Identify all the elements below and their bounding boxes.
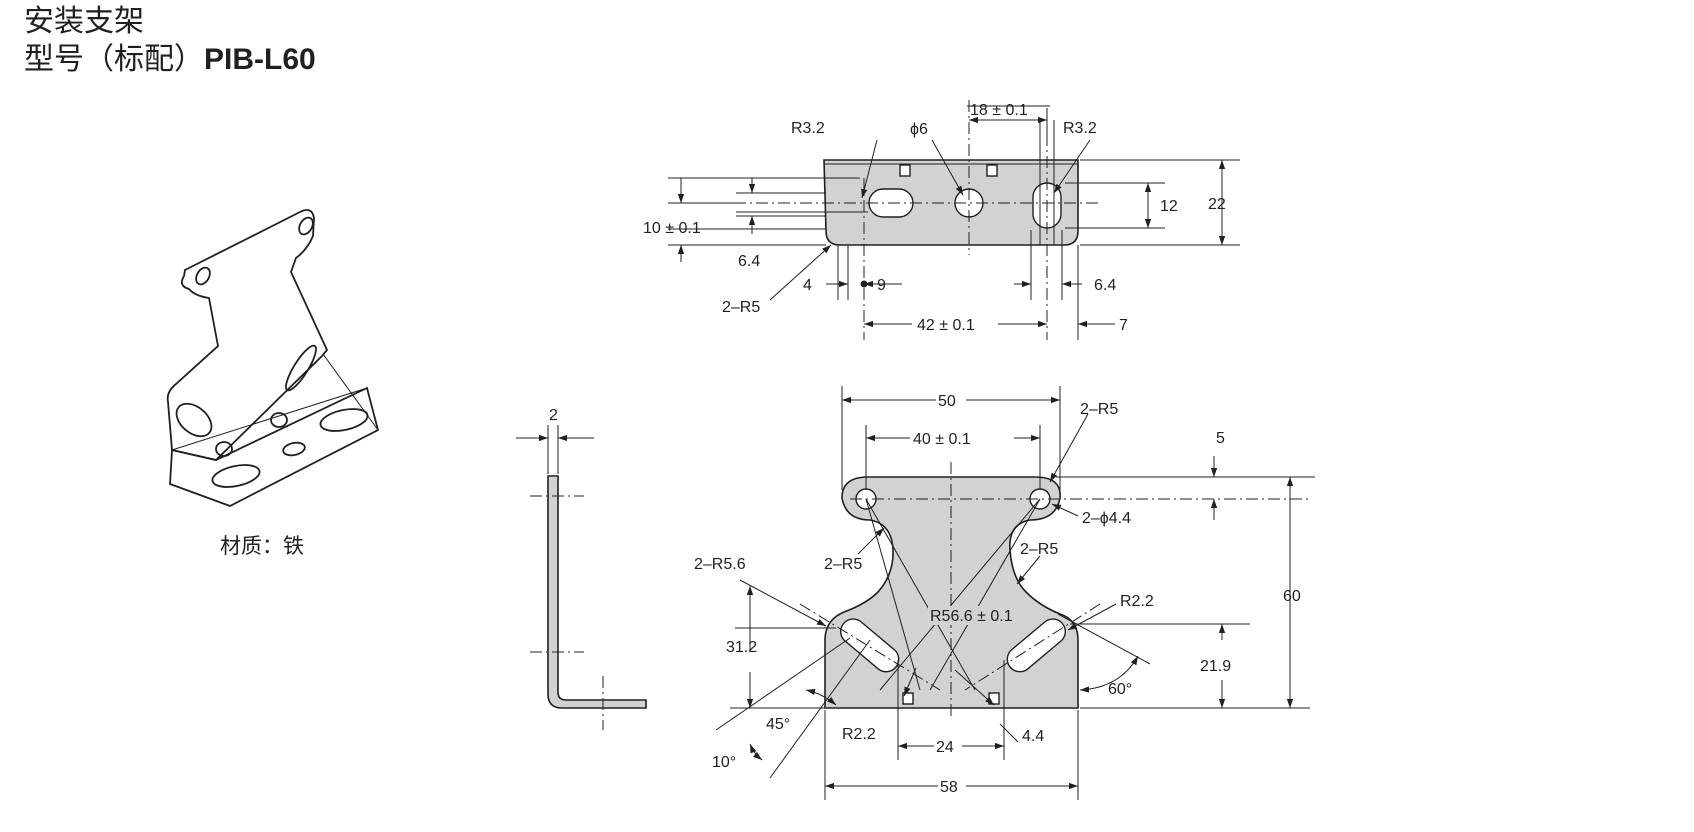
label-r3-2-left: R3.2 xyxy=(791,120,825,137)
dim-24: 24 xyxy=(936,739,954,756)
angle-10: 10° xyxy=(712,754,736,771)
dim-7: 7 xyxy=(1119,317,1128,334)
front-slot-left xyxy=(840,618,900,673)
label-r56-6: R56.6 ± 0.1 xyxy=(930,608,1013,625)
front-slot-right xyxy=(1006,618,1066,673)
dim-10: 10 ± 0.1 xyxy=(643,220,701,237)
dim-60: 60 xyxy=(1283,588,1301,605)
label-2-phi4-4: 2–ϕ4.4 xyxy=(1082,510,1131,527)
model-title-prefix: 型号（标配） xyxy=(24,42,204,77)
material-label: 材质：铁 xyxy=(220,534,304,558)
side-view-profile xyxy=(547,475,647,709)
dim-12: 12 xyxy=(1160,198,1178,215)
dim-thickness: 2 xyxy=(549,407,558,424)
bracket-illustration xyxy=(166,209,380,507)
model-title: 型号（标配）PIB-L60 xyxy=(24,42,316,78)
label-2-r5-front-left: 2–R5 xyxy=(824,556,862,573)
side-view: 2 xyxy=(516,407,647,730)
model-number: PIB-L60 xyxy=(204,43,316,76)
dim-42: 42 ± 0.1 xyxy=(917,317,975,334)
top-view-plate xyxy=(823,159,1079,246)
angle-60: 60° xyxy=(1108,681,1132,698)
dim-4: 4 xyxy=(803,277,812,294)
label-r2-2-right: R2.2 xyxy=(1120,593,1154,610)
label-r2-2-left: R2.2 xyxy=(842,726,876,743)
label-r3-2-right: R3.2 xyxy=(1063,120,1097,137)
top-notch-left xyxy=(899,164,911,177)
dim-18: 18 ± 0.1 xyxy=(970,102,1028,119)
page-title: 安装支架 xyxy=(24,4,144,39)
dim-31-2: 31.2 xyxy=(726,639,757,656)
dim-6-4-left: 6.4 xyxy=(738,253,760,270)
label-2-r5-front-right: 2–R5 xyxy=(1020,541,1058,558)
dim-21-9: 21.9 xyxy=(1200,658,1231,675)
top-notch-right xyxy=(986,164,998,177)
dim-4-4: 4.4 xyxy=(1022,728,1044,745)
label-phi6: ϕ6 xyxy=(910,121,928,138)
dim-40: 40 ± 0.1 xyxy=(913,431,971,448)
dim-6-4-right: 6.4 xyxy=(1094,277,1116,294)
label-2-r5-top: 2–R5 xyxy=(722,299,760,316)
front-view: 50 40 ± 0.1 5 60 21.9 2–R5 2–ϕ4.4 2–R5 2… xyxy=(694,386,1315,800)
label-2-r5-front-top: 2–R5 xyxy=(1080,401,1118,418)
dim-22: 22 xyxy=(1208,196,1226,213)
label-2-r5-6: 2–R5.6 xyxy=(694,556,746,573)
dim-58: 58 xyxy=(940,779,958,796)
top-view: 18 ± 0.1 22 12 10 ± 0.1 6.4 R3.2 ϕ6 R3.2… xyxy=(643,100,1240,340)
dim-50: 50 xyxy=(938,393,956,410)
dim-5: 5 xyxy=(1216,430,1225,447)
angle-45: 45° xyxy=(766,716,790,733)
dim-9: 9 xyxy=(877,277,886,294)
